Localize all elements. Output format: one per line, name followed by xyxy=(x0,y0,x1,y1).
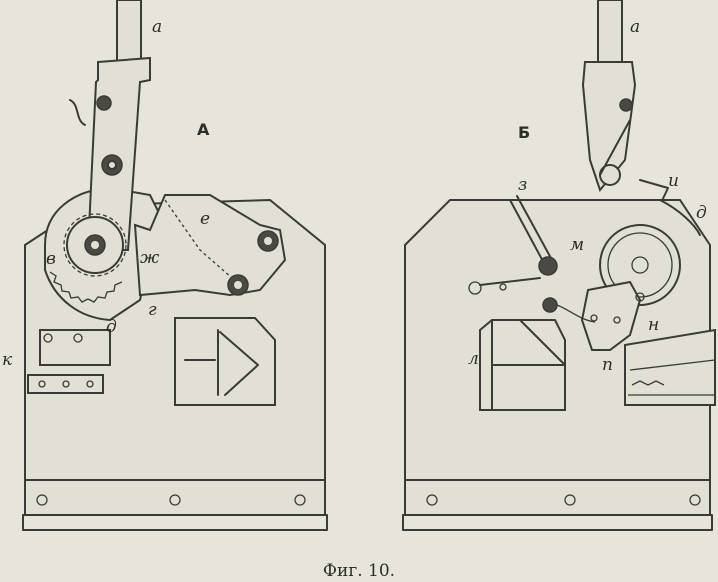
bolt-hole xyxy=(613,316,621,324)
pin-n xyxy=(635,292,645,302)
spring xyxy=(556,304,596,323)
view-a-machine: а А е в ж г д к xyxy=(2,0,328,531)
sector-edge xyxy=(659,199,701,236)
label-l: л xyxy=(468,349,479,369)
pin xyxy=(619,98,633,112)
bolt-hole xyxy=(62,380,70,388)
pivot-bolt-center xyxy=(234,281,242,289)
label-e: е xyxy=(200,209,210,229)
view-a-title: А xyxy=(197,120,210,139)
pin xyxy=(96,95,112,111)
label-k: к xyxy=(2,350,13,370)
profile-die xyxy=(217,329,259,396)
label-a: а xyxy=(152,17,162,37)
bolt-hole xyxy=(38,380,46,388)
view-b-title: Б xyxy=(518,123,530,142)
die-l xyxy=(491,319,566,411)
label-n: н xyxy=(648,315,659,335)
label-z: з xyxy=(518,175,527,195)
label-v: в xyxy=(46,249,56,269)
plate-p xyxy=(580,280,642,351)
lever-z xyxy=(509,195,553,266)
view-a-base-strip xyxy=(24,479,326,516)
sector-teeth xyxy=(49,271,123,303)
bolt-hole xyxy=(590,314,598,322)
pivot-bolt-center xyxy=(264,237,272,245)
handle-rod xyxy=(116,0,142,63)
lever-nut xyxy=(538,256,558,276)
view-b-base-rail xyxy=(402,514,713,531)
label-g: г xyxy=(148,300,157,320)
rod-pin xyxy=(499,283,507,291)
blade-edge xyxy=(628,359,716,396)
knife-blade xyxy=(27,374,104,394)
view-a-base-rail xyxy=(22,514,328,531)
bolt-hole xyxy=(689,494,701,506)
view-b-machine: а Б и з д м н п л xyxy=(402,0,716,531)
knife-holder xyxy=(39,329,111,366)
gear-axle xyxy=(91,241,99,249)
bolt-hole xyxy=(169,494,181,506)
bolt-hole xyxy=(36,494,48,506)
knife-blade-right xyxy=(624,328,716,406)
bolt-hole xyxy=(426,494,438,506)
label-zh: ж xyxy=(140,248,160,268)
bolt-hole xyxy=(294,494,306,506)
cam-lever xyxy=(133,194,287,297)
bolt-hole xyxy=(86,380,94,388)
flywheel-rim xyxy=(607,232,673,298)
cam-link-dashed xyxy=(164,199,241,286)
view-b-base-strip xyxy=(404,479,711,516)
bolt-hole xyxy=(43,333,53,343)
label-d: д xyxy=(696,203,707,223)
bolt-hole xyxy=(564,494,576,506)
small-gear xyxy=(542,297,558,313)
bolt-hole xyxy=(73,333,83,343)
pawl xyxy=(69,99,86,126)
flywheel-nut xyxy=(631,256,649,274)
figure-caption: Фиг. 10. xyxy=(323,561,395,581)
drive-gear-teeth xyxy=(63,213,127,277)
label-d: д xyxy=(106,317,117,337)
label-p: п xyxy=(602,355,613,375)
rod xyxy=(479,277,541,286)
label-i: и xyxy=(668,171,679,191)
profile-window xyxy=(174,317,276,406)
rod-eye xyxy=(468,281,482,295)
label-a: а xyxy=(630,17,640,37)
handle-rod xyxy=(597,0,623,63)
label-m: м xyxy=(570,235,584,255)
nut-center xyxy=(107,160,117,170)
